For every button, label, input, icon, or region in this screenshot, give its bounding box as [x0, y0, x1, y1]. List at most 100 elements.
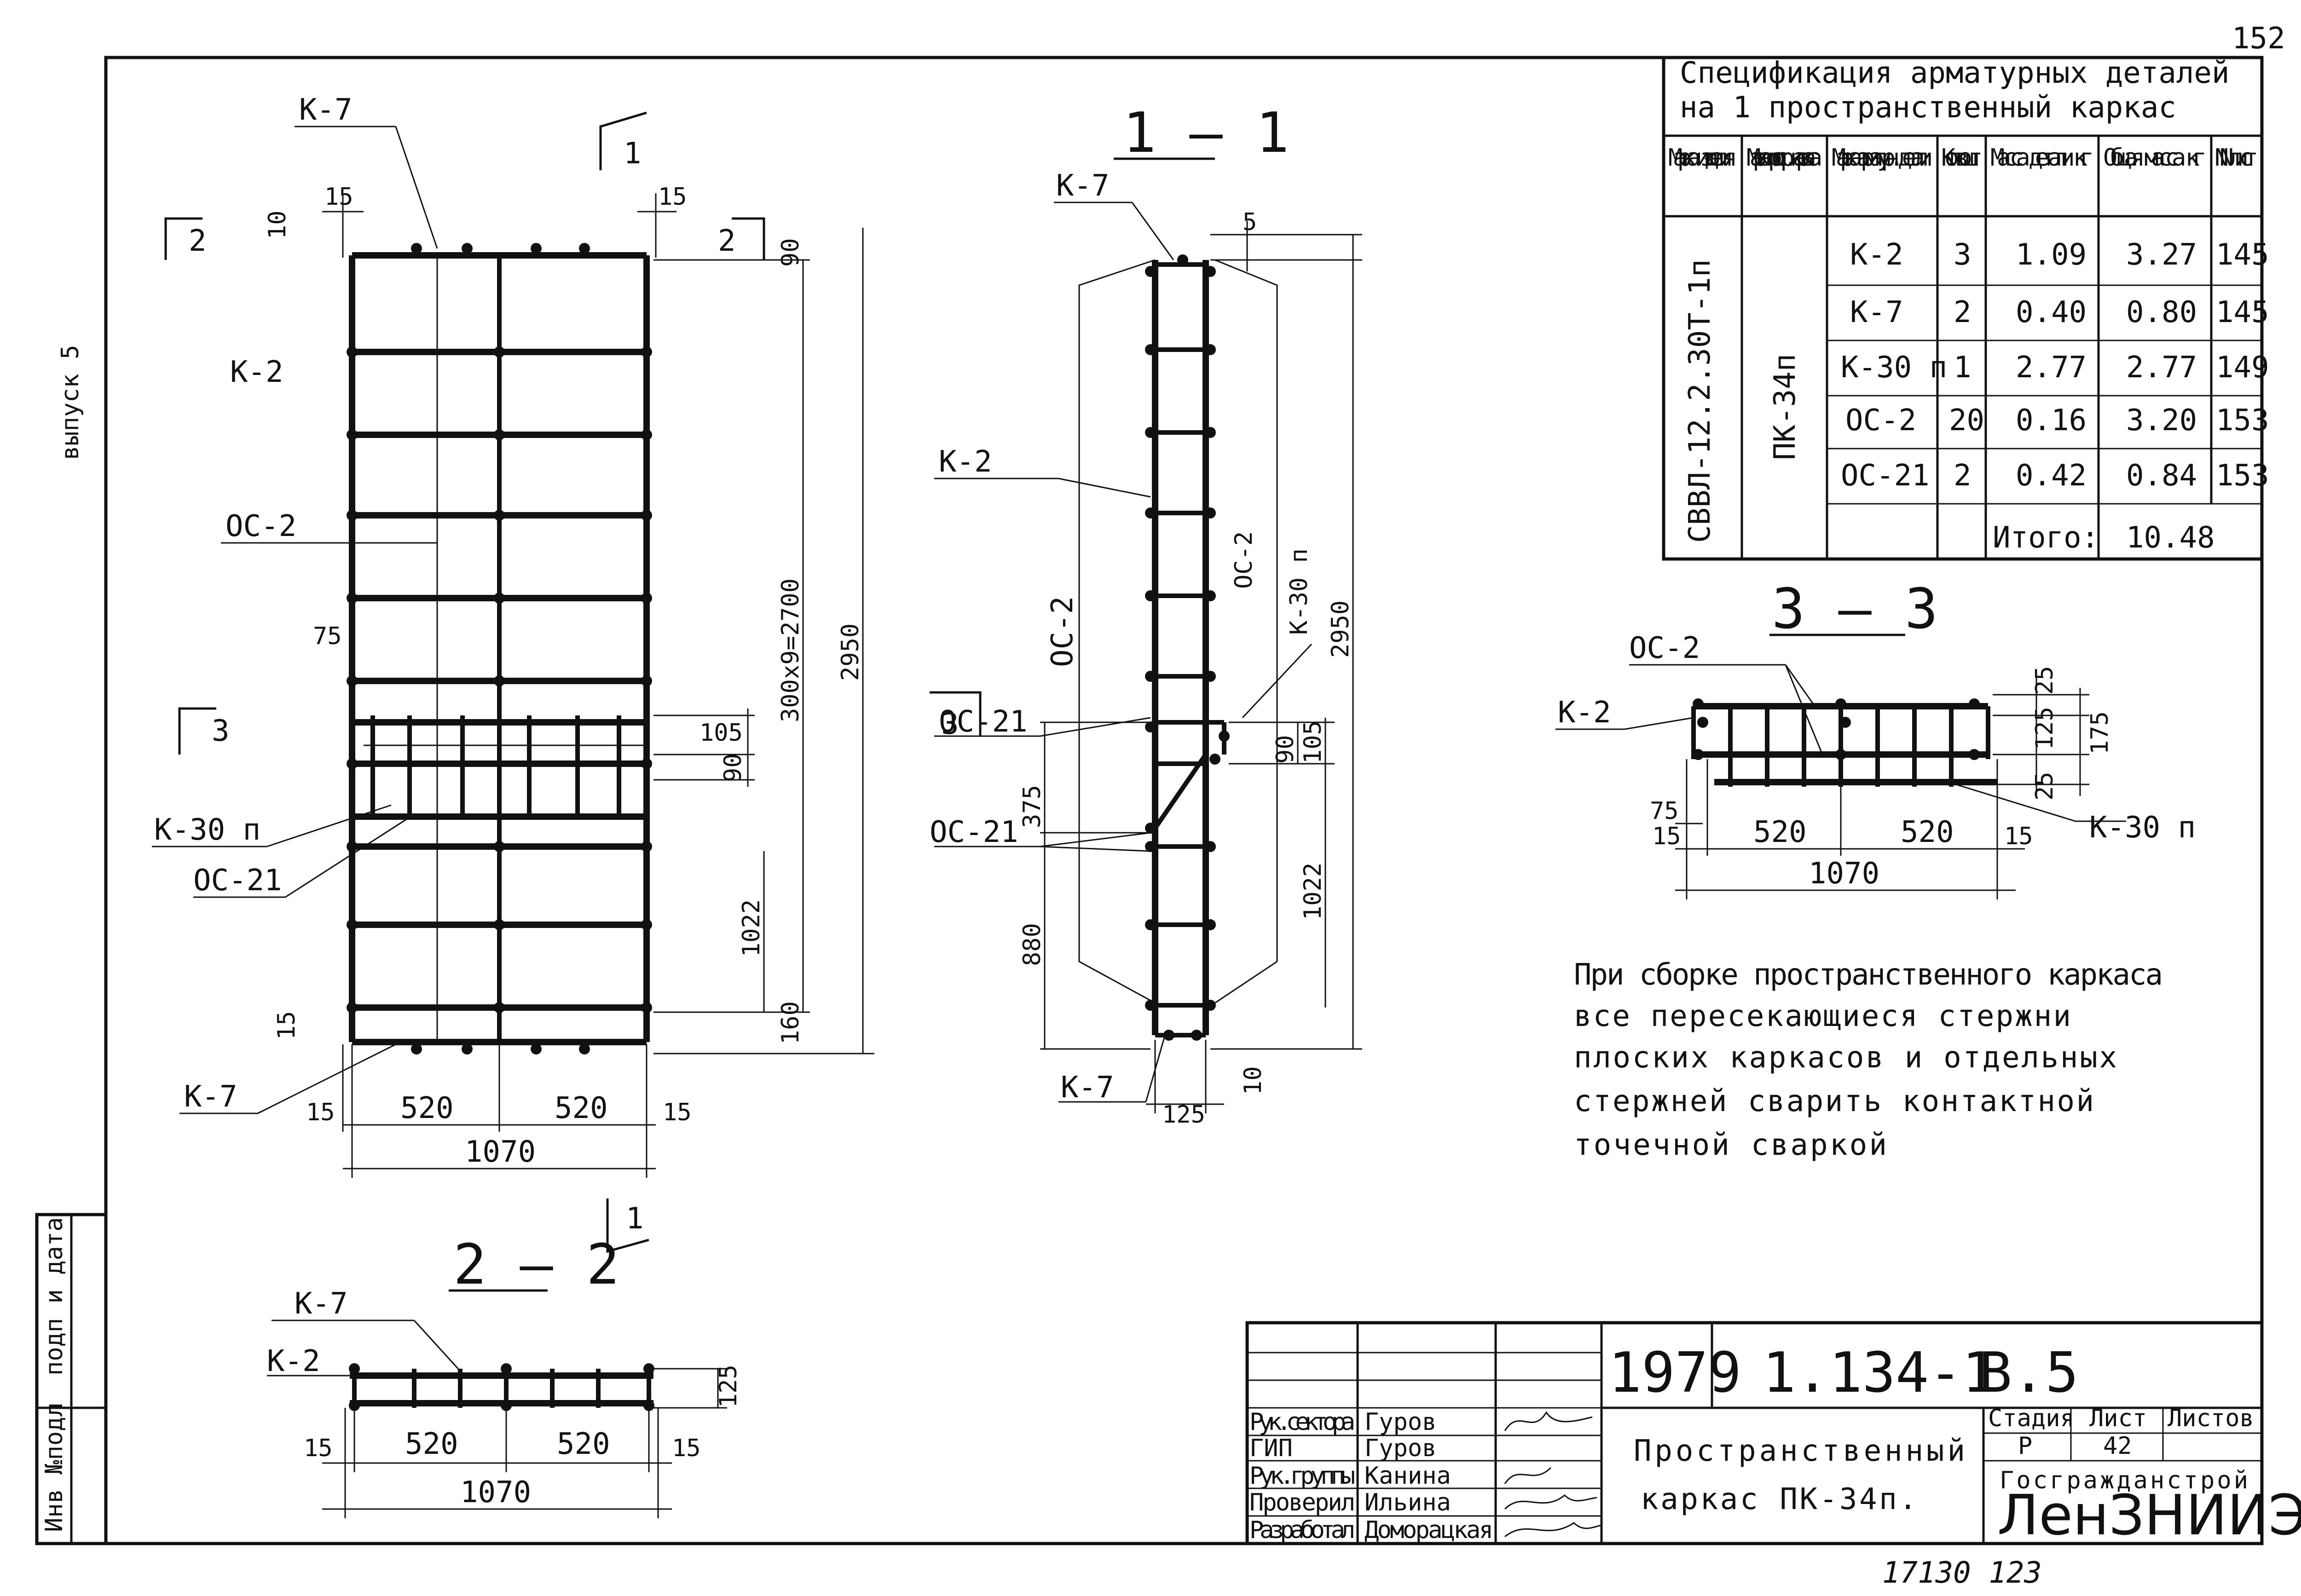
tb-role: Разработал — [1249, 1516, 1355, 1544]
front-k2: К-2 — [230, 355, 283, 389]
sec22-title: 2 — 2 — [453, 1233, 619, 1297]
spec-frame-mark: ПК-34п — [1768, 354, 1802, 460]
sheet-frame — [104, 56, 2264, 1545]
spec-row-mass: 1.09 — [2016, 238, 2087, 272]
tb-stage-value: Р — [2018, 1432, 2032, 1460]
note-line: стержней сварить контактной — [1574, 1084, 2094, 1118]
spec-row-part: ОС-21 — [1841, 459, 1930, 493]
spec-title-2: на 1 пространственный каркас — [1680, 91, 2176, 125]
spec-row-qty: 2 — [1954, 295, 1971, 329]
tb-name: Гуров — [1364, 1435, 1437, 1462]
tb-series: 1.134-1 — [1763, 1341, 1995, 1405]
mark-s3-left: 3 — [212, 714, 230, 748]
tb-sheet-label: Лист — [2089, 1405, 2147, 1432]
sec11-dim-375: 375 — [1018, 785, 1046, 828]
front-oc2: ОС-2 — [225, 509, 296, 543]
sec33-mid-1: 520 — [1753, 815, 1807, 849]
sec33-left: 15 — [1652, 823, 1681, 850]
dim-bottom-1: 520 — [400, 1091, 454, 1125]
spec-row-total: 2.77 — [2126, 351, 2197, 385]
dim-top-right: 15 — [658, 183, 687, 211]
spec-h3: Марка арматурн. детали — [1832, 144, 1933, 172]
section-1-1: 1 — 1 — [930, 101, 1362, 1129]
spec-row-sheet: 149 — [2216, 351, 2269, 385]
sec33-d125: 125 — [2031, 707, 2058, 750]
spec-row-sheet: 145 — [2216, 238, 2269, 272]
tb-name: Гуров — [1364, 1408, 1437, 1436]
spec-row-part: ОС-2 — [1845, 403, 1916, 438]
dim-pitch: 300х9=2700 — [777, 578, 804, 722]
sec33-k30: К-30 п — [2089, 811, 2196, 845]
dim-bottom-right: 15 — [663, 1099, 692, 1126]
spec-table: Спецификация арматурных деталей на 1 про… — [1662, 56, 2269, 561]
sec11-dim-105: 105 — [1299, 720, 1327, 764]
front-k30: К-30 п — [154, 813, 260, 847]
sec22-right: 15 — [672, 1435, 701, 1462]
sec11-oc2-left: ОС-2 — [1046, 596, 1080, 667]
spec-row-part: К-2 — [1850, 238, 1903, 272]
front-k7-bottom: К-7 — [184, 1080, 237, 1114]
spec-row-qty: 1 — [1954, 351, 1971, 385]
spec-row-sheet: 145 — [2216, 295, 2269, 329]
tb-issue: В.5 — [1979, 1341, 2079, 1405]
sec33-title: 3 — 3 — [1772, 577, 1938, 641]
tb-role: Проверил — [1249, 1489, 1355, 1516]
sec11-dim-1022: 1022 — [1299, 863, 1327, 920]
sec33-d175: 175 — [2086, 711, 2114, 755]
tb-role: ГИП — [1249, 1435, 1293, 1462]
spec-row-sheet: 153 — [2216, 459, 2269, 493]
dim-total-height: 2950 — [837, 623, 864, 681]
sec11-k7-top: К-7 — [1056, 169, 1110, 203]
spec-row-total: 0.80 — [2126, 295, 2197, 329]
dim-90: 90 — [719, 753, 747, 782]
dim-105: 105 — [700, 719, 743, 747]
front-view: К-7 К-2 ОС-2 К-30 п ОС-21 К-7 15 15 10 9… — [152, 93, 874, 1253]
spec-row-part: К-7 — [1850, 295, 1903, 329]
sec11-k7-bottom: К-7 — [1061, 1071, 1114, 1105]
tb-org-2: ЛенЗНИИЭП — [1997, 1484, 2301, 1548]
sec11-title: 1 — 1 — [1123, 101, 1289, 165]
spec-h6: Общая масса кг — [2103, 144, 2207, 172]
spec-row: К-7 2 0.40 0.80 145 — [1850, 295, 2269, 329]
binder-sign-date: подп и дата — [40, 1217, 68, 1376]
dim-bottom-total: 1070 — [465, 1135, 536, 1169]
tb-org-1: Госгражданстрой — [2000, 1467, 2248, 1494]
spec-product-mark: СВВЛ-12.2.30Т-1п — [1683, 259, 1717, 543]
tb-name: Ильина — [1364, 1489, 1451, 1516]
tb-sheet-value: 42 — [2103, 1432, 2132, 1460]
sec33-d25-top: 25 — [2031, 666, 2058, 695]
mark-s2-right: 2 — [718, 224, 736, 258]
spec-row: ОС-21 2 0.42 0.84 153 — [1841, 459, 2269, 493]
sec11-dim-10: 10 — [1239, 1066, 1267, 1095]
spec-h4: Кол-во шт — [1941, 144, 1983, 172]
tb-name: Канина — [1364, 1462, 1451, 1490]
footer-code: 17130 123 — [1882, 1556, 2042, 1590]
sec22-mid-1: 520 — [405, 1427, 458, 1461]
sec11-dim-top: 5 — [1243, 208, 1257, 236]
tb-stage-label: Стадия — [1988, 1405, 2075, 1432]
dim-top-small: 10 — [264, 210, 291, 239]
side-note: выпуск 5 — [57, 345, 84, 460]
spec-row-part: К-30 п — [1841, 351, 1947, 385]
spec-row-sheet: 153 — [2216, 403, 2269, 438]
dim-160: 160 — [777, 1001, 804, 1044]
sec11-oc21-b: ОС-21 — [930, 815, 1018, 849]
sec11-oc2-right: ОС-2 — [1230, 531, 1258, 589]
sec11-dim-880: 880 — [1018, 923, 1046, 966]
sec33-right: 15 — [2004, 823, 2033, 850]
section-2-2: 2 — 2 К-7 К-2 125 15 520 520 15 — [267, 1233, 742, 1518]
sec22-mid-2: 520 — [557, 1427, 610, 1461]
binder-strip: подп и дата Инв №подл — [35, 1213, 108, 1545]
sec11-k2: К-2 — [939, 445, 992, 479]
spec-row: К-30 п 1 2.77 2.77 149 — [1841, 351, 2269, 385]
spec-h1: Марка изделия — [1668, 144, 1737, 172]
front-oc21: ОС-21 — [193, 864, 282, 898]
binder-inv-no: Инв №подл — [40, 1402, 68, 1532]
spec-row-total: 0.84 — [2126, 459, 2197, 493]
sec22-total: 1070 — [460, 1475, 531, 1510]
dim-bottom-left: 15 — [306, 1099, 335, 1126]
spec-total-value: 10.48 — [2126, 521, 2215, 555]
spec-row-mass: 2.77 — [2016, 351, 2087, 385]
tb-signatures — [1504, 1411, 1602, 1538]
section-3-3: 3 — 3 — [1555, 577, 2196, 899]
